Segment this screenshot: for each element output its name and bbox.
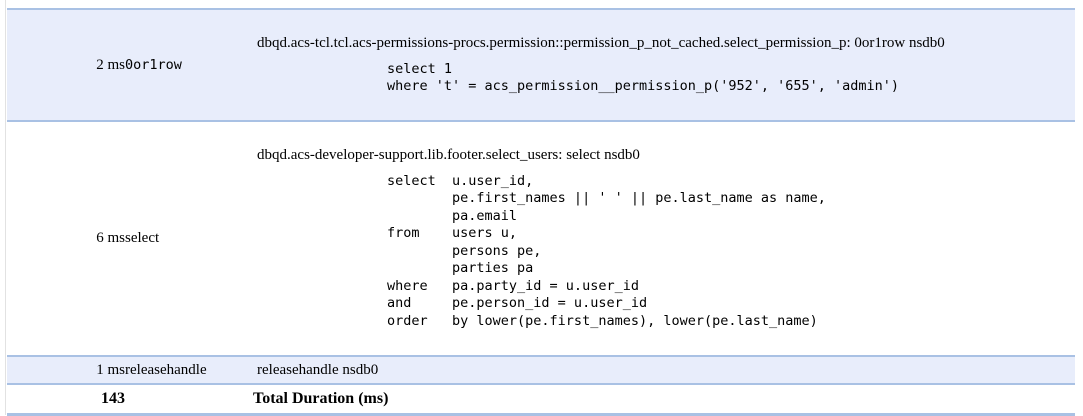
row-duration: 6 ms	[7, 120, 125, 357]
statement-header: releasehandle nsdb0	[257, 362, 379, 378]
query-log-table: 2 ms 0or1row dbqd.acs-tcl.tcl.acs-permis…	[7, 8, 1075, 416]
row-statement: dbqd.acs-tcl.tcl.acs-permissions-procs.p…	[253, 8, 1075, 122]
total-duration-label: Total Duration (ms)	[253, 383, 1075, 416]
table-row: 6 ms select dbqd.acs-developer-support.l…	[7, 120, 1075, 357]
total-duration-row: 143 Total Duration (ms)	[7, 383, 1075, 416]
total-spacer	[125, 383, 253, 416]
statement-code: select 1 where 't' = acs_permission__per…	[387, 60, 900, 95]
row-command: select	[125, 120, 253, 357]
statement-code: select u.user_id, pe.first_names || ' ' …	[387, 172, 826, 329]
row-command: releasehandle	[125, 355, 253, 385]
table-row: 2 ms 0or1row dbqd.acs-tcl.tcl.acs-permis…	[7, 8, 1075, 122]
row-statement: releasehandle nsdb0	[253, 355, 1075, 385]
row-command: 0or1row	[125, 8, 253, 122]
row-duration: 1 ms	[7, 355, 125, 385]
row-statement: dbqd.acs-developer-support.lib.footer.se…	[253, 120, 1075, 357]
left-gutter	[0, 0, 6, 415]
statement-header: dbqd.acs-tcl.tcl.acs-permissions-procs.p…	[257, 34, 945, 51]
statement-header: dbqd.acs-developer-support.lib.footer.se…	[257, 146, 640, 163]
total-duration-value: 143	[7, 383, 125, 416]
table-row: 1 ms releasehandle releasehandle nsdb0	[7, 355, 1075, 385]
row-duration: 2 ms	[7, 8, 125, 122]
